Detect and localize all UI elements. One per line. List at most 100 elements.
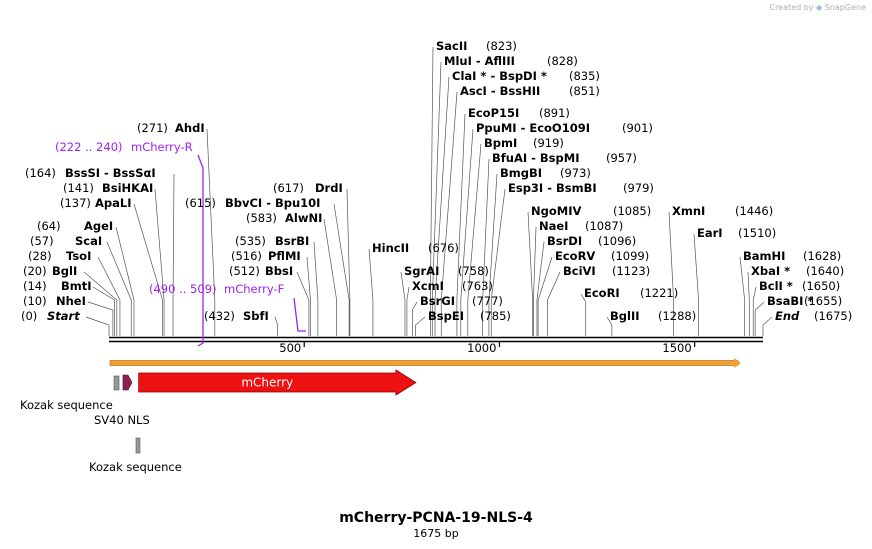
site-pos-bmgbi: (973): [560, 166, 591, 180]
site-pos-ppumi-ecoo109i: (901): [622, 121, 653, 135]
site-name-asci-bsshii: AscI - BssHII: [460, 84, 540, 98]
site-name-sbfi: SbfI: [243, 309, 269, 323]
site-pos-apali: (137): [60, 196, 91, 210]
feature-sv40-nls-label: SV40 NLS: [94, 413, 150, 427]
site-line-bamhi: [739, 256, 745, 336]
site-pos-pflmi: (516): [231, 249, 262, 263]
site-name-ecorv: EcoRV: [555, 249, 595, 263]
site-pos-bsssi-bsss-i: (164): [25, 166, 56, 180]
site-name-agei: AgeI: [84, 219, 113, 233]
site-pos-xcmi: (763): [462, 279, 493, 293]
tick-label-1000: 1000: [467, 341, 496, 355]
site-pos-ecorv: (1099): [611, 249, 649, 263]
site-pos-bcli: (1650): [802, 279, 840, 293]
orf-bar: [109, 360, 739, 366]
tick-label-1500: 1500: [662, 341, 691, 355]
site-line-bsssi-bsss-i: [172, 173, 175, 336]
site-name-ecori: EcoRI: [584, 286, 620, 300]
site-pos-bspei: (785): [480, 309, 511, 323]
site-name-mlui-afliii: MluI - AflIII: [444, 54, 515, 68]
site-pos-bbvci-bpu10i: (615): [185, 196, 216, 210]
site-pos-sbfi: (432): [204, 309, 235, 323]
feature-mcherry-arrow: [138, 369, 417, 396]
site-pos-ngomiv: (1085): [613, 204, 651, 218]
site-line-bglii: [606, 316, 613, 336]
site-line-bcivi: [547, 271, 561, 336]
site-line-end: [762, 316, 773, 336]
site-pos-bsihkai: (141): [63, 181, 94, 195]
site-name-alwni: AlwNI: [285, 211, 322, 225]
site-name-bpmi: BpmI: [484, 136, 517, 150]
site-line-clai-bspdi: [434, 76, 450, 336]
site-line-bmti: [92, 286, 115, 336]
site-name-tsoi: TsoI: [66, 249, 91, 263]
site-line-apali: [133, 203, 163, 336]
site-name-bgli: BglI: [52, 264, 77, 278]
primers: (222 .. 240)mCherry-R(490 .. 509)mCherry…: [55, 140, 306, 347]
site-line-xbai: [747, 271, 750, 336]
primer-mcherry-r-arrow: [197, 154, 204, 347]
primer-mcherry-f-range: (490 .. 509): [149, 282, 217, 296]
site-line-ngomiv: [527, 211, 533, 336]
site-pos-nhei: (10): [23, 294, 47, 308]
site-pos-clai-bspdi: (835): [569, 69, 600, 83]
site-pos-agei: (64): [37, 219, 61, 233]
site-line-ecop15i: [456, 113, 466, 336]
site-name-bsabi: BsaBI *: [767, 294, 813, 308]
snapgene-logo-icon: ◆: [816, 3, 823, 12]
site-name-bmgbi: BmgBI: [500, 166, 542, 180]
site-pos-eari: (1510): [738, 226, 776, 240]
site-line-bfuai-bspmi: [482, 158, 490, 336]
site-name-ngomiv: NgoMIV: [531, 204, 581, 218]
feature-kozak-2: [135, 437, 141, 454]
site-pos-sgrai: (758): [458, 264, 489, 278]
site-pos-ahdi: (271): [137, 121, 168, 135]
site-pos-mlui-afliii: (828): [547, 54, 578, 68]
feature-kozak-1: [113, 375, 120, 391]
backbone: [109, 336, 763, 343]
credit-brand: SnapGene: [824, 3, 866, 12]
site-pos-bsrbi: (535): [235, 234, 266, 248]
site-pos-bsrgi: (777): [472, 294, 503, 308]
site-name-sgrai: SgrAI: [404, 264, 439, 278]
site-name-bglii: BglII: [610, 309, 640, 323]
site-name-bcli: BclI *: [759, 279, 793, 293]
orf-bar: [109, 358, 741, 368]
site-name-naei: NaeI: [539, 219, 568, 233]
map-title: mCherry-PCNA-19-NLS-4: [339, 510, 533, 526]
site-pos-bmti: (14): [23, 279, 47, 293]
site-name-xcmi: XcmI: [412, 279, 444, 293]
site-line-scai: [106, 241, 132, 336]
site-pos-xmni: (1446): [735, 204, 773, 218]
site-line-bpmi: [467, 143, 482, 336]
primer-mcherry-r-name: mCherry-R: [131, 140, 193, 154]
site-line-sbfi: [274, 316, 279, 336]
site-name-xbai: XbaI *: [751, 264, 790, 278]
site-line-bsrdi: [536, 241, 545, 336]
site-line-sgrai: [400, 271, 406, 336]
site-line-ahdi: [206, 128, 216, 336]
site-line-bsrbi: [313, 241, 319, 336]
credit-prefix: Created by: [769, 3, 814, 12]
site-pos-asci-bsshii: (851): [569, 84, 600, 98]
site-line-bsihkai: [154, 188, 165, 336]
site-line-agei: [115, 226, 135, 336]
site-name-nhei: NheI: [56, 294, 86, 308]
feature-kozak-2-label: Kozak sequence: [89, 460, 182, 474]
site-pos-drdi: (617): [273, 181, 304, 195]
site-name-ahdi: AhdI: [175, 121, 205, 135]
primer-mcherry-f-name: mCherry-F: [224, 282, 284, 296]
site-name-start: Start: [47, 309, 80, 323]
site-name-bbvci-bpu10i: BbvCI - Bpu10I: [225, 196, 320, 210]
site-line-ppumi-ecoo109i: [460, 128, 474, 336]
site-line-eari: [693, 233, 699, 336]
site-pos-bsabi: (1655): [804, 294, 842, 308]
feature-mcherry-label: mCherry: [241, 376, 293, 390]
site-name-bspei: BspEI: [428, 309, 464, 323]
site-name-ecop15i: EcoP15I: [468, 106, 519, 120]
site-pos-ecop15i: (891): [539, 106, 570, 120]
site-pos-bpmi: (919): [533, 136, 564, 150]
site-line-pflmi: [306, 256, 311, 336]
